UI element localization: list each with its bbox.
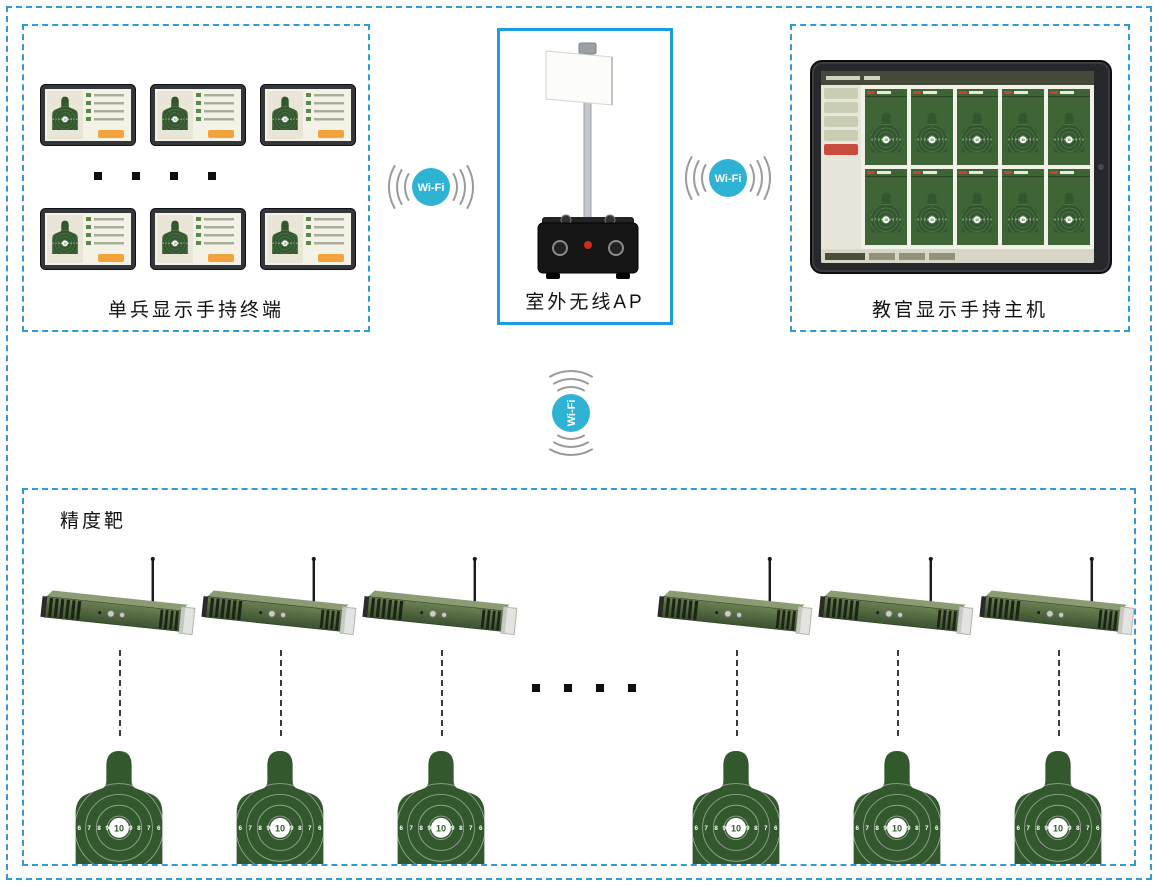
wifi-icon-right bbox=[663, 146, 793, 210]
tablet-camera bbox=[1098, 164, 1104, 170]
wifi-icon-left bbox=[366, 155, 496, 219]
ellipsis-dot bbox=[208, 172, 216, 180]
ap-connector bbox=[608, 240, 624, 256]
ellipsis-dot bbox=[132, 172, 140, 180]
ap-mount-clamp bbox=[578, 42, 597, 55]
target-card bbox=[865, 169, 907, 245]
soldier-terminal bbox=[40, 208, 136, 270]
ellipsis-dot bbox=[532, 684, 540, 692]
instructor-tablet bbox=[810, 60, 1112, 274]
ap-device bbox=[537, 42, 639, 279]
soldier-terminal bbox=[260, 208, 356, 270]
ellipsis-dot bbox=[628, 684, 636, 692]
target-card bbox=[910, 169, 953, 245]
target-sensor-bar bbox=[37, 554, 202, 646]
ap-foot bbox=[546, 273, 560, 279]
target-card bbox=[1048, 169, 1090, 245]
precision-target bbox=[63, 742, 175, 864]
target-sensor-bar bbox=[976, 554, 1141, 646]
screen-toolbar bbox=[821, 249, 1094, 263]
soldier-terminal bbox=[40, 84, 136, 146]
targets-label: 精度靶 bbox=[60, 511, 127, 532]
target-sensor-bar bbox=[359, 554, 524, 646]
instructor-label: 教官显示手持主机 bbox=[871, 300, 1048, 321]
link-line bbox=[441, 650, 443, 736]
precision-target bbox=[841, 742, 953, 864]
link-line bbox=[280, 650, 282, 736]
target-card bbox=[1002, 89, 1045, 165]
terminals-label: 单兵显示手持终端 bbox=[107, 300, 284, 321]
screen-sidebar bbox=[821, 85, 861, 249]
target-card bbox=[956, 89, 999, 165]
ellipsis-dot bbox=[170, 172, 178, 180]
ap-panel-antenna bbox=[545, 50, 613, 106]
ap-indicator bbox=[584, 241, 592, 249]
ellipsis-dot bbox=[564, 684, 572, 692]
soldier-terminal bbox=[260, 84, 356, 146]
ap-connector bbox=[552, 240, 568, 256]
target-card bbox=[1048, 89, 1090, 165]
target-sensor-bar bbox=[815, 554, 980, 646]
screen-titlebar bbox=[821, 71, 1094, 85]
ellipsis-dot bbox=[596, 684, 604, 692]
target-sensor-bar bbox=[198, 554, 363, 646]
precision-target bbox=[680, 742, 792, 864]
link-line bbox=[119, 650, 121, 736]
soldier-terminal bbox=[150, 208, 246, 270]
target-card bbox=[1002, 169, 1045, 245]
targets-group-box: 精度靶 bbox=[22, 488, 1136, 866]
link-line bbox=[897, 650, 899, 736]
precision-target bbox=[224, 742, 336, 864]
ap-label: 室外无线AP bbox=[525, 292, 645, 313]
precision-target bbox=[385, 742, 497, 864]
target-card bbox=[865, 89, 907, 165]
link-line bbox=[736, 650, 738, 736]
precision-target bbox=[1002, 742, 1114, 864]
target-sensor-bar bbox=[654, 554, 819, 646]
target-card bbox=[956, 169, 999, 245]
ap-group-box: 室外无线AP bbox=[497, 28, 673, 325]
ellipsis-dot bbox=[94, 172, 102, 180]
target-card-grid bbox=[861, 85, 1094, 249]
wifi-icon-down bbox=[539, 348, 603, 478]
target-card bbox=[910, 89, 953, 165]
terminals-group-box: 单兵显示手持终端 bbox=[22, 24, 370, 332]
link-line bbox=[1058, 650, 1060, 736]
instructor-group-box: 教官显示手持主机 bbox=[790, 24, 1130, 332]
instructor-screen bbox=[821, 71, 1094, 263]
ap-foot bbox=[616, 273, 630, 279]
soldier-terminal bbox=[150, 84, 246, 146]
